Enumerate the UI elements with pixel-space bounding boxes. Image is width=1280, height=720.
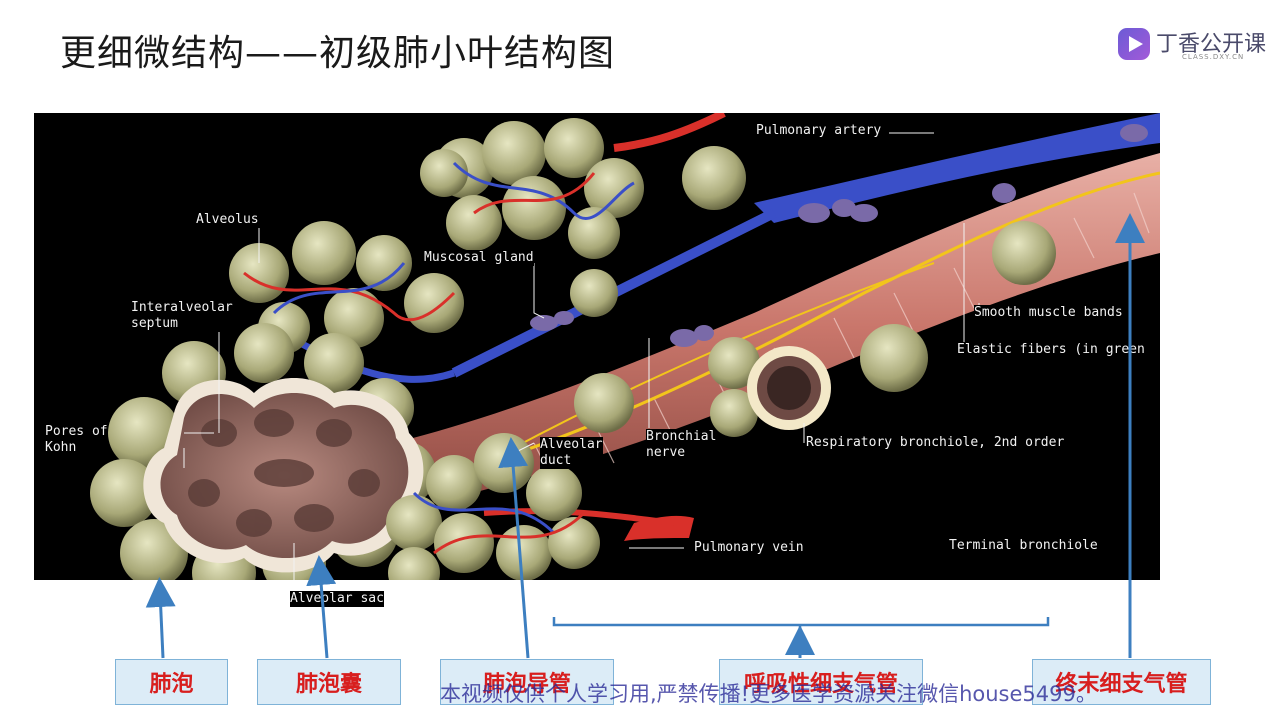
zh-label-alveolar-duct: 肺泡导管 — [440, 659, 614, 705]
slide-title: 更细微结构——初级肺小叶结构图 — [60, 33, 616, 74]
pulmonary-artery — [754, 113, 1160, 223]
pulmonary-vein — [624, 515, 694, 541]
label-muscosal-gland: Muscosal gland — [424, 250, 534, 266]
play-icon — [1118, 28, 1150, 60]
alveolus-cluster-left — [229, 221, 464, 354]
zh-label-terminal-bronchiole: 终末细支气管 — [1032, 659, 1211, 705]
label-pores-of-kohn: Pores of Kohn — [45, 424, 108, 456]
zh-label-respiratory-bronchiole: 呼吸性细支气管 — [719, 659, 923, 705]
label-interalveolar-septum: Interalveolar septum — [131, 300, 233, 332]
respiratory-bronchiole-cross-section — [747, 346, 831, 430]
lung-lobule-drawing — [90, 113, 1160, 580]
label-pulmonary-artery: Pulmonary artery — [756, 123, 882, 139]
lung-lobule-illustration: Pulmonary artery Alveolus Muscosal gland… — [34, 113, 1160, 607]
label-alveolar-duct: Alveolar duct — [540, 437, 603, 469]
label-alveolus: Alveolus — [196, 212, 259, 228]
arrow-alveolar-sac — [306, 555, 337, 659]
label-smooth-muscle-bands: Smooth muscle bands — [974, 305, 1123, 321]
zh-label-alveolus: 肺泡 — [115, 659, 228, 705]
label-respiratory-bronchiole: Respiratory bronchiole, 2nd order — [806, 435, 1065, 451]
alveolus-cluster-top — [420, 118, 746, 259]
label-terminal-bronchiole: Terminal bronchiole — [949, 538, 1098, 554]
label-bronchial-nerve: Bronchial nerve — [646, 429, 717, 461]
brand-logo: 丁香公开课 CLASS.DXY.CN — [1118, 26, 1268, 66]
bronchial-nerve — [453, 171, 1160, 475]
respiratory-bronchiole-bracket — [552, 617, 1050, 635]
label-pulmonary-vein: Pulmonary vein — [694, 540, 804, 556]
logo-subtext: CLASS.DXY.CN — [1182, 53, 1245, 61]
alveoli-along-bronchiole — [570, 221, 1056, 437]
zh-label-alveolar-sac: 肺泡囊 — [257, 659, 401, 705]
watermark-notice: 本视频仅供个人学习用,严禁传播!更多医学资源关注微信house5499。 — [440, 682, 1097, 706]
label-elastic-fibers: Elastic fibers (in green — [957, 342, 1145, 358]
mucosal-glands — [530, 124, 1148, 347]
arrow-alveolus — [145, 577, 176, 659]
label-alveolar-sac: Alveolar sac — [290, 591, 384, 607]
logo-text: 丁香公开课 — [1156, 32, 1267, 57]
alveolar-sac — [90, 323, 436, 580]
